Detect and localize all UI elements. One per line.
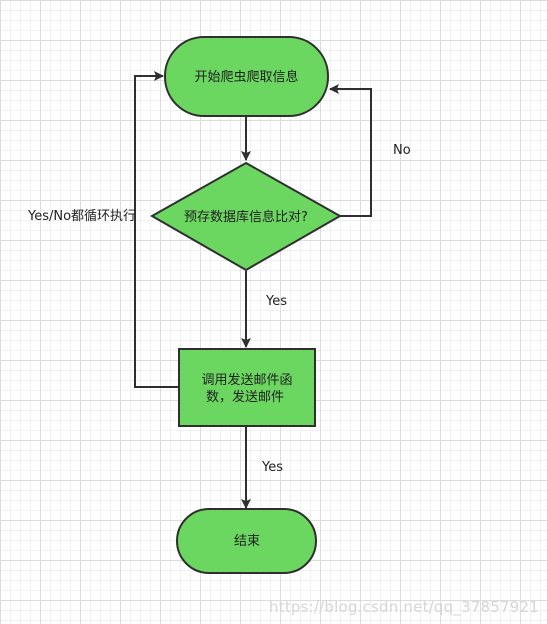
start-node: [164, 36, 329, 117]
edge-decision-no-loop: [329, 84, 372, 217]
loop-edge-label: Yes/No都循环执行: [27, 209, 136, 224]
decision-node-label: 预存数据库信息比对?: [184, 209, 308, 225]
process-node: [178, 348, 316, 427]
end-node-label: 结束: [234, 534, 260, 549]
yes-edge-label-process: Yes: [261, 460, 283, 475]
decision-node: [149, 161, 343, 272]
watermark: https://blog.csdn.net/qq_37857921: [269, 598, 539, 616]
edge-process-loop-back: [134, 71, 178, 388]
no-edge-label: No: [393, 143, 411, 158]
start-node-label: 开始爬虫爬取信息: [194, 69, 298, 85]
process-node-label-line1: 调用发送邮件函: [201, 372, 292, 388]
end-node: [176, 508, 317, 574]
process-node-label-line2: 数，发送邮件: [206, 389, 284, 405]
yes-edge-label-decision: Yes: [265, 294, 287, 309]
